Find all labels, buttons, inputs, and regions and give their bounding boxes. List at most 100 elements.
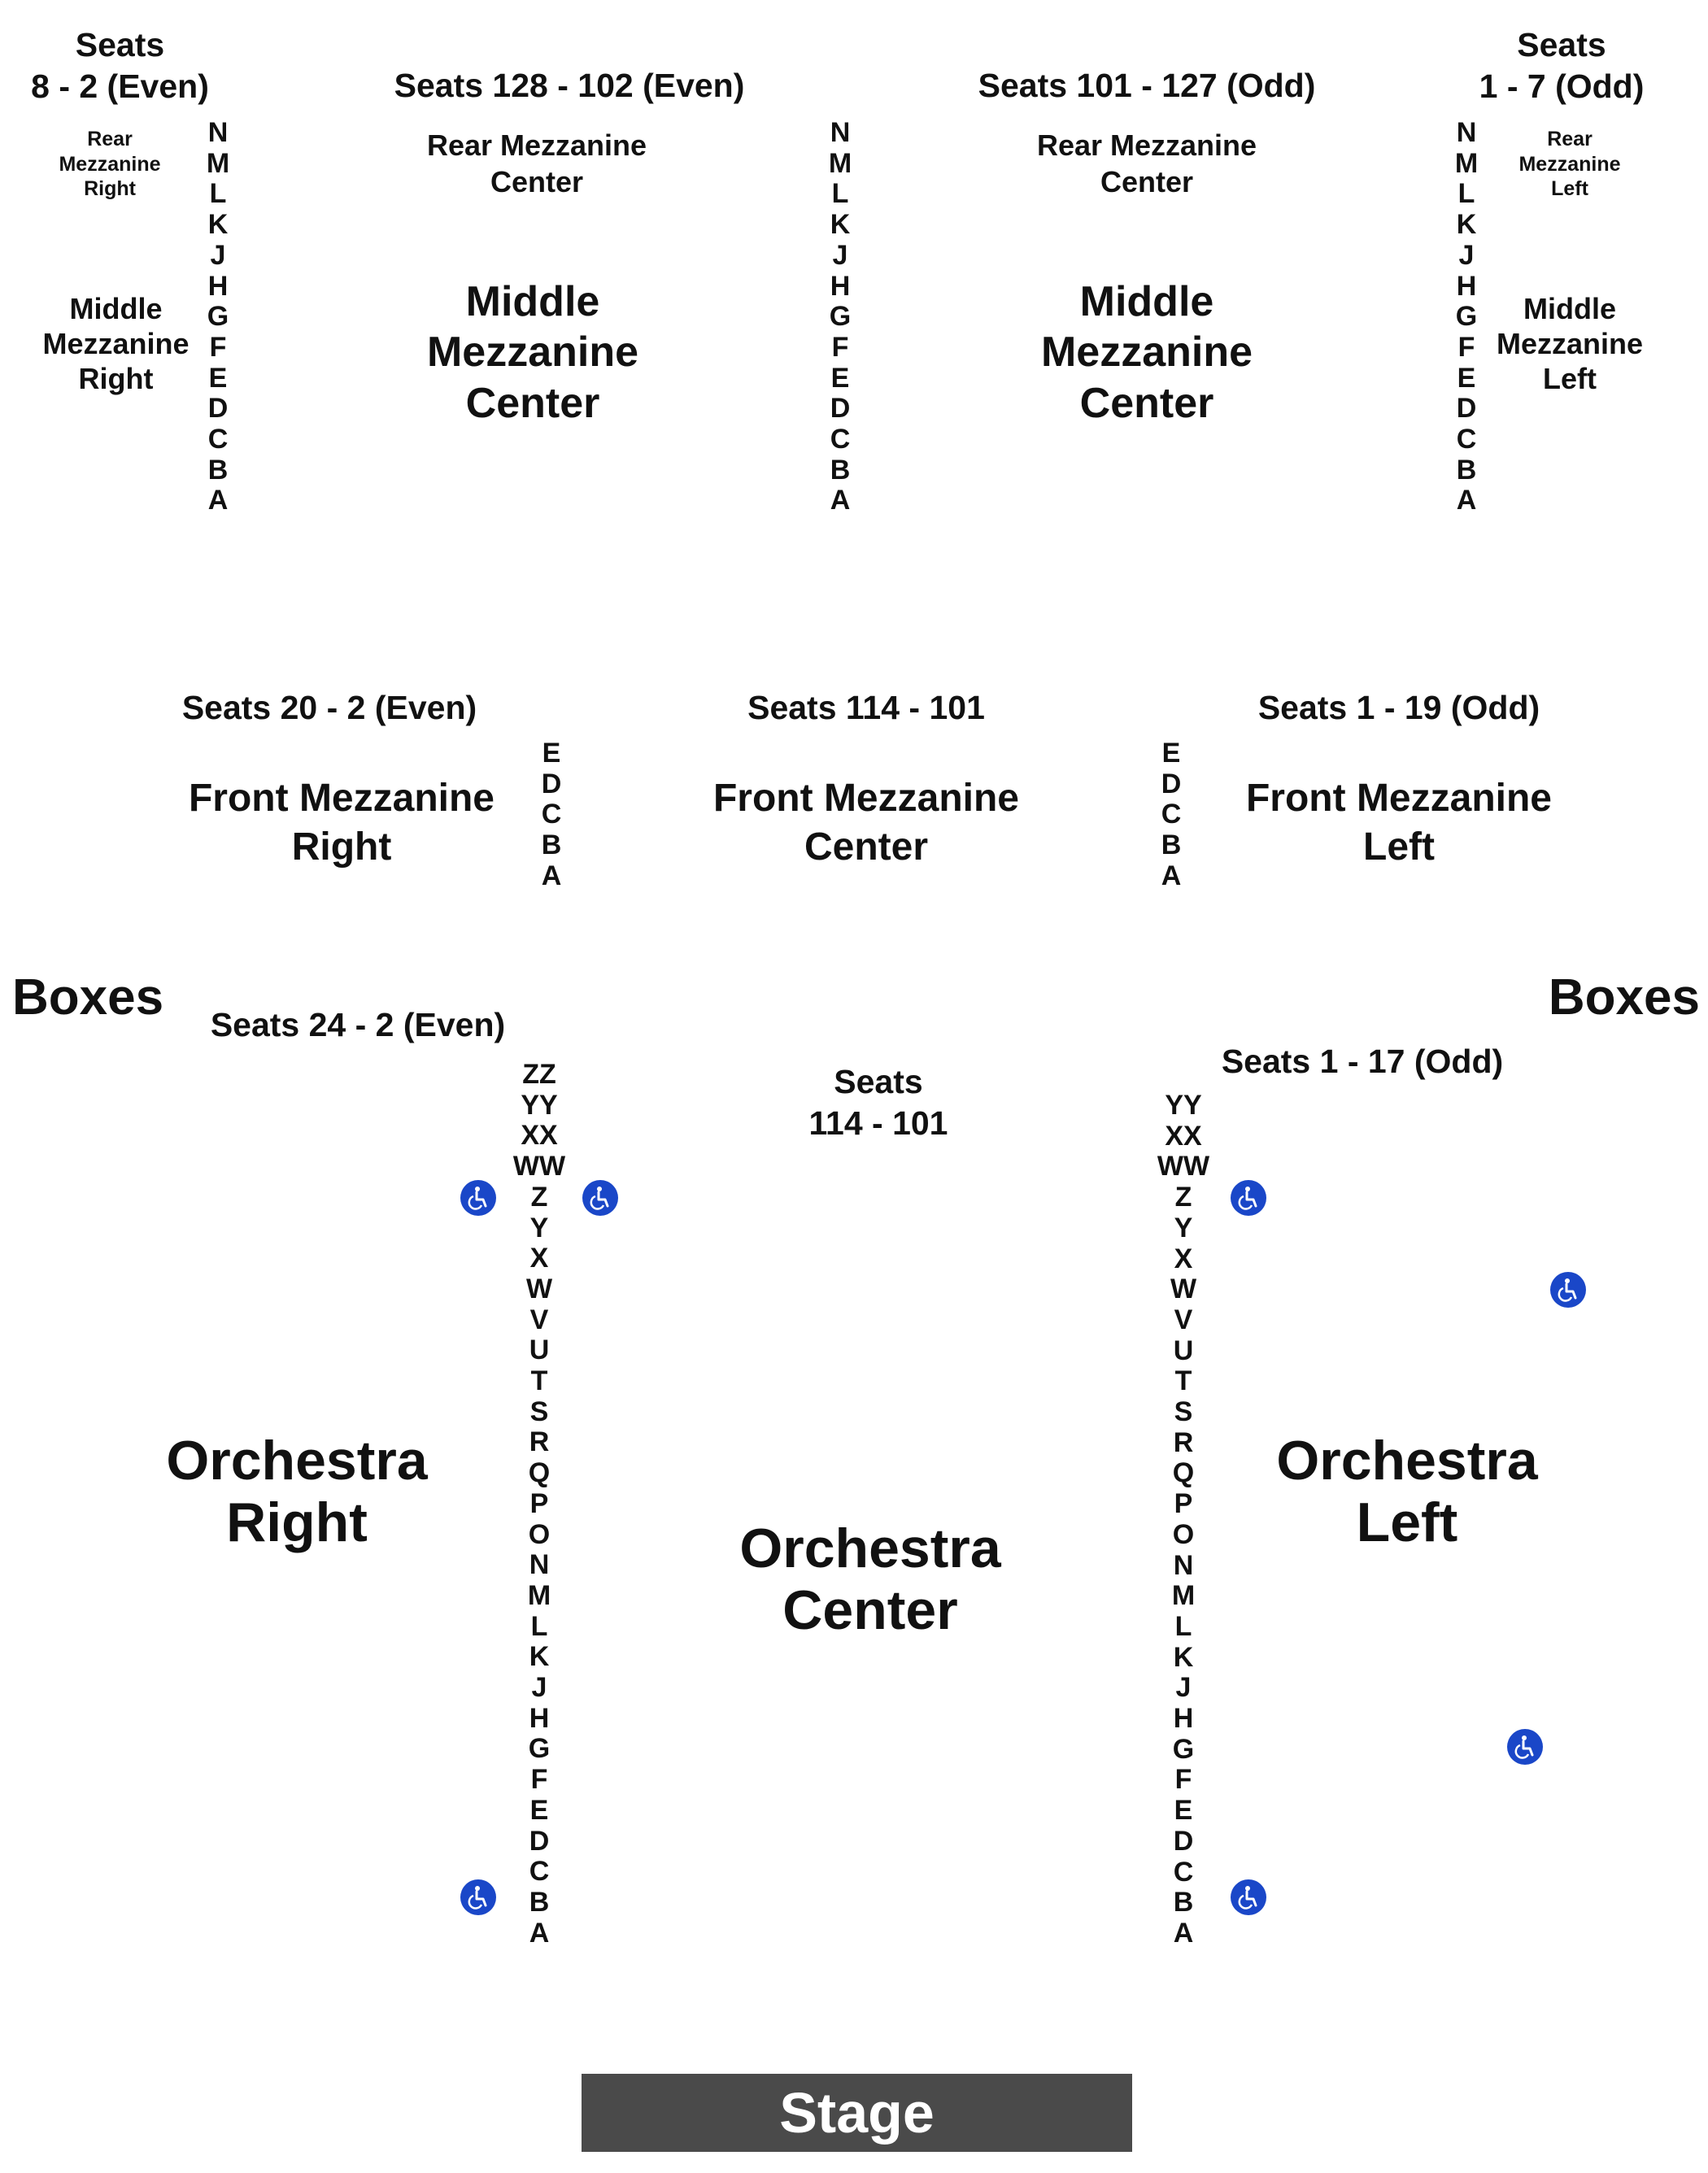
row-label: P <box>1174 1488 1193 1520</box>
row-label: D <box>1456 393 1477 425</box>
middle-mezzanine-left[interactable]: Middle Mezzanine Left <box>1496 292 1644 396</box>
row-label: N <box>1456 117 1477 148</box>
wheelchair-icon[interactable] <box>1507 1729 1543 1765</box>
row-label: J <box>210 239 226 271</box>
row-label: Y <box>1174 1212 1193 1243</box>
row-label: N <box>207 117 229 148</box>
row-label: K <box>1173 1641 1194 1673</box>
row-label: L <box>1174 1610 1192 1642</box>
front-mezzanine-center[interactable]: Front Mezzanine Center <box>712 777 1019 869</box>
wheelchair-glyph <box>590 1187 609 1210</box>
wheelchair-glyph <box>1558 1278 1577 1302</box>
front-mezzanine-left[interactable]: Front Mezzanine Left <box>1245 777 1552 869</box>
boxes-right-side[interactable]: Boxes <box>1548 969 1700 1026</box>
row-label: YY <box>521 1089 558 1121</box>
rear-mezzanine-center-right[interactable]: Rear Mezzanine Center <box>426 128 647 198</box>
row-label: G <box>207 301 229 333</box>
row-label: K <box>1456 209 1477 241</box>
row-label: M <box>1171 1580 1196 1612</box>
row-label: B <box>1456 454 1477 486</box>
boxes-left-side[interactable]: Boxes <box>12 969 164 1026</box>
stage: Stage <box>582 2074 1132 2152</box>
row-label: C <box>830 424 851 455</box>
row-label: H <box>1173 1703 1194 1735</box>
row-label: A <box>830 485 851 516</box>
seats-label-front-mezz-center: Seats 114 - 101 <box>747 689 985 726</box>
row-label: K <box>207 209 229 241</box>
row-label: M <box>527 1579 551 1611</box>
row-label: L <box>1457 178 1475 210</box>
row-label: Y <box>529 1212 549 1243</box>
row-label: XX <box>521 1120 558 1152</box>
row-label: B <box>541 830 562 861</box>
row-label: W <box>1170 1274 1197 1305</box>
seats-label-mezz-right: Seats 8 - 2 (Even) <box>31 26 209 106</box>
row-label: G <box>829 301 852 333</box>
row-label: Q <box>528 1457 551 1489</box>
row-label: D <box>1161 768 1182 799</box>
row-label: G <box>1455 301 1478 333</box>
rear-mezzanine-right[interactable]: Rear Mezzanine Right <box>59 128 161 200</box>
row-label: B <box>207 454 229 486</box>
middle-mezzanine-right[interactable]: Middle Mezzanine Right <box>42 292 190 396</box>
row-label: G <box>528 1733 551 1765</box>
row-label: H <box>207 270 229 302</box>
orchestra-center[interactable]: Orchestra Center <box>739 1518 1001 1642</box>
row-label: M <box>206 147 230 179</box>
wheelchair-icon[interactable] <box>1550 1272 1586 1308</box>
wheelchair-icon[interactable] <box>1231 1180 1266 1216</box>
row-label: F <box>530 1764 548 1796</box>
seats-label-mezz-center-left: Seats 101 - 127 (Odd) <box>978 67 1316 104</box>
row-label: E <box>529 1794 549 1826</box>
row-label: L <box>209 178 227 210</box>
row-label: WW <box>1157 1151 1210 1182</box>
row-label: V <box>1174 1304 1193 1335</box>
seats-label-orchestra-left: Seats 1 - 17 (Odd) <box>1221 1043 1504 1080</box>
wheelchair-glyph <box>1514 1735 1534 1759</box>
row-label: X <box>529 1243 549 1274</box>
row-label: J <box>1458 239 1475 271</box>
row-label: O <box>528 1518 551 1550</box>
row-label: R <box>1173 1426 1194 1458</box>
row-label: A <box>541 860 562 891</box>
row-label: N <box>830 117 851 148</box>
row-label: S <box>529 1396 549 1427</box>
row-label: E <box>1161 738 1181 769</box>
row-label: F <box>831 331 849 363</box>
row-label: R <box>529 1426 550 1458</box>
middle-mezzanine-center-right[interactable]: Middle Mezzanine Center <box>426 278 639 427</box>
wheelchair-glyph <box>1238 1187 1257 1210</box>
row-label: D <box>830 393 851 425</box>
row-label: S <box>1174 1396 1193 1428</box>
rear-mezzanine-center-left[interactable]: Rear Mezzanine Center <box>1036 128 1257 198</box>
row-label: J <box>832 239 848 271</box>
wheelchair-icon[interactable] <box>1231 1879 1266 1915</box>
row-label: A <box>1456 485 1477 516</box>
row-label: J <box>1175 1672 1192 1704</box>
row-label: A <box>207 485 229 516</box>
row-label: P <box>529 1487 549 1519</box>
row-label: E <box>542 738 561 769</box>
wheelchair-icon[interactable] <box>460 1879 496 1915</box>
orchestra-right[interactable]: Orchestra Right <box>166 1430 428 1554</box>
front-mezzanine-right[interactable]: Front Mezzanine Right <box>188 777 495 869</box>
wheelchair-glyph <box>1238 1886 1257 1910</box>
row-label: L <box>530 1610 548 1642</box>
seats-label-mezz-center-right: Seats 128 - 102 (Even) <box>394 67 745 104</box>
row-label: C <box>1161 799 1182 830</box>
row-label: Q <box>1172 1457 1195 1489</box>
row-label: A <box>529 1917 550 1949</box>
orchestra-left[interactable]: Orchestra Left <box>1276 1430 1538 1554</box>
rear-mezzanine-left[interactable]: Rear Mezzanine Left <box>1518 128 1621 200</box>
wheelchair-icon[interactable] <box>582 1180 618 1216</box>
wheelchair-glyph <box>468 1187 487 1210</box>
middle-mezzanine-center-left[interactable]: Middle Mezzanine Center <box>1040 278 1253 427</box>
row-label: K <box>830 209 851 241</box>
row-label: T <box>1174 1365 1192 1397</box>
row-label: XX <box>1165 1120 1202 1152</box>
wheelchair-icon[interactable] <box>460 1180 496 1216</box>
